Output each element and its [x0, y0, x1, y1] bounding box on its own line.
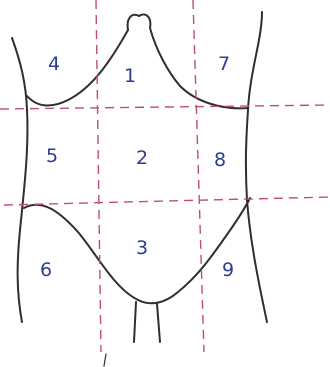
vertical-line-right	[193, 0, 204, 352]
vertical-line-left	[96, 0, 101, 352]
region-label-3: 3	[136, 237, 148, 259]
neck-notch	[128, 15, 151, 31]
region-numbers: 4 1 7 5 2 8 6 3 9	[40, 53, 234, 281]
left-body-edge	[12, 38, 27, 322]
region-label-7: 7	[218, 53, 230, 75]
right-body-edge	[246, 12, 267, 322]
region-label-1: 1	[124, 65, 136, 87]
left-leg-line	[134, 302, 136, 342]
pen-mark	[104, 354, 106, 366]
region-label-5: 5	[46, 145, 58, 167]
region-label-4: 4	[48, 53, 60, 75]
horizontal-line-bottom	[4, 197, 330, 205]
region-label-8: 8	[214, 149, 226, 171]
right-leg-line	[157, 304, 160, 342]
region-label-9: 9	[222, 259, 234, 281]
region-label-2: 2	[136, 147, 148, 169]
rib-arch	[27, 28, 248, 108]
region-label-6: 6	[40, 259, 52, 281]
